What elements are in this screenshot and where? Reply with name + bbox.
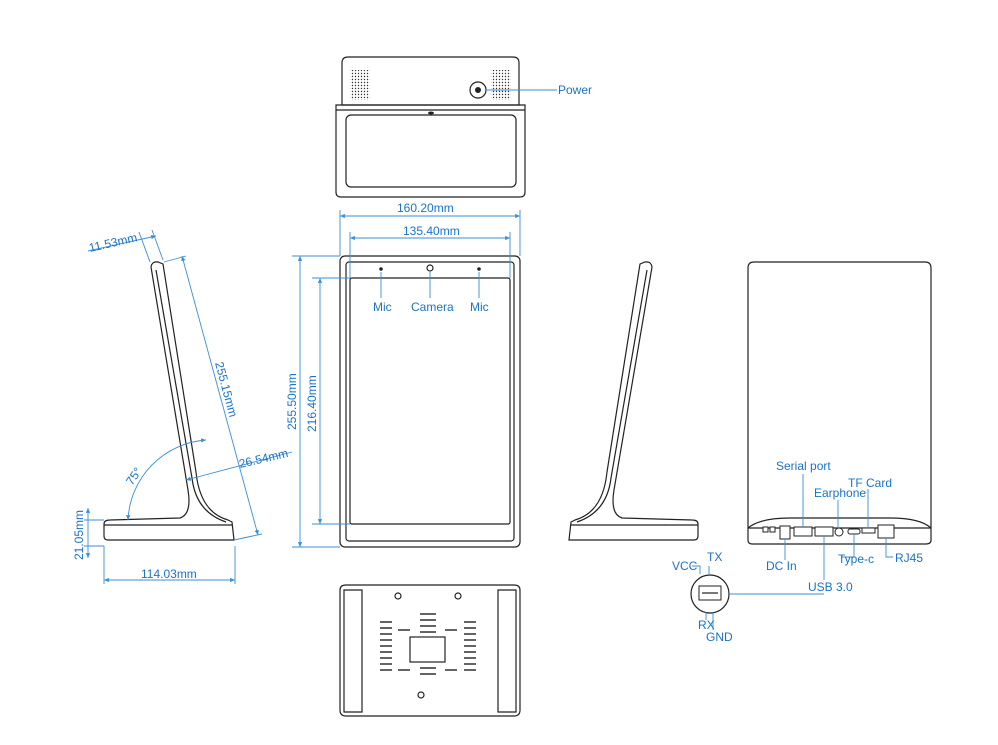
tf-card-label: TF Card bbox=[848, 476, 892, 490]
bottom-view bbox=[339, 584, 521, 717]
tf-card-slot-icon bbox=[861, 527, 876, 534]
side-base-height: 21.05mm bbox=[72, 510, 86, 560]
serial-pinout-detail: VCC TX RX GND bbox=[672, 550, 824, 644]
rx-label: RX bbox=[698, 618, 715, 632]
tx-label: TX bbox=[707, 550, 722, 564]
top-view: Power bbox=[335, 56, 592, 198]
type-c-label: Type-c bbox=[838, 552, 874, 566]
earphone-jack-icon bbox=[834, 527, 844, 537]
side-angle: 75° bbox=[123, 465, 145, 488]
front-height-outer: 255.50mm bbox=[285, 373, 299, 430]
side-base-depth: 114.03mm bbox=[141, 567, 197, 581]
side-view-left: 11.53mm 255.15mm 26.54mm 75° 21.05mm 114… bbox=[72, 229, 293, 584]
gnd-label: GND bbox=[706, 630, 733, 644]
side-slant-length: 255.15mm bbox=[212, 360, 240, 418]
dc-in-port-icon bbox=[779, 525, 791, 540]
serial-port-icon bbox=[793, 526, 813, 537]
mic-left-icon bbox=[379, 267, 383, 271]
speaker-grille-left bbox=[350, 70, 370, 100]
rj45-label: RJ45 bbox=[895, 551, 923, 565]
side-neck-depth: 26.54mm bbox=[238, 446, 290, 471]
usb30-label: USB 3.0 bbox=[808, 580, 853, 594]
side-view-right bbox=[568, 261, 699, 541]
type-c-port-icon bbox=[847, 528, 861, 535]
camera-icon bbox=[426, 264, 434, 272]
speaker-grille-right bbox=[491, 70, 511, 100]
front-width-inner: 135.40mm bbox=[403, 224, 460, 238]
earphone-label: Earphone bbox=[814, 486, 866, 500]
power-label: Power bbox=[558, 83, 592, 97]
dc-in-label: DC In bbox=[766, 559, 797, 573]
mic-right-label: Mic bbox=[470, 300, 489, 314]
front-height-inner: 216.40mm bbox=[305, 375, 319, 432]
serial-port-label: Serial port bbox=[776, 459, 831, 473]
camera-label: Camera bbox=[411, 300, 454, 314]
mic-left-label: Mic bbox=[373, 300, 392, 314]
rj45-port-icon bbox=[877, 524, 895, 539]
front-view: 160.20mm 135.40mm 255.50mm 216.40mm Mic … bbox=[285, 201, 521, 548]
front-width-outer: 160.20mm bbox=[397, 201, 454, 215]
usb30-port-icon bbox=[814, 526, 834, 537]
vcc-label: VCC bbox=[672, 559, 698, 573]
mic-right-icon bbox=[477, 267, 481, 271]
rear-view: Serial port Earphone TF Card DC In USB 3… bbox=[747, 261, 932, 594]
side-top-depth: 11.53mm bbox=[88, 230, 139, 255]
